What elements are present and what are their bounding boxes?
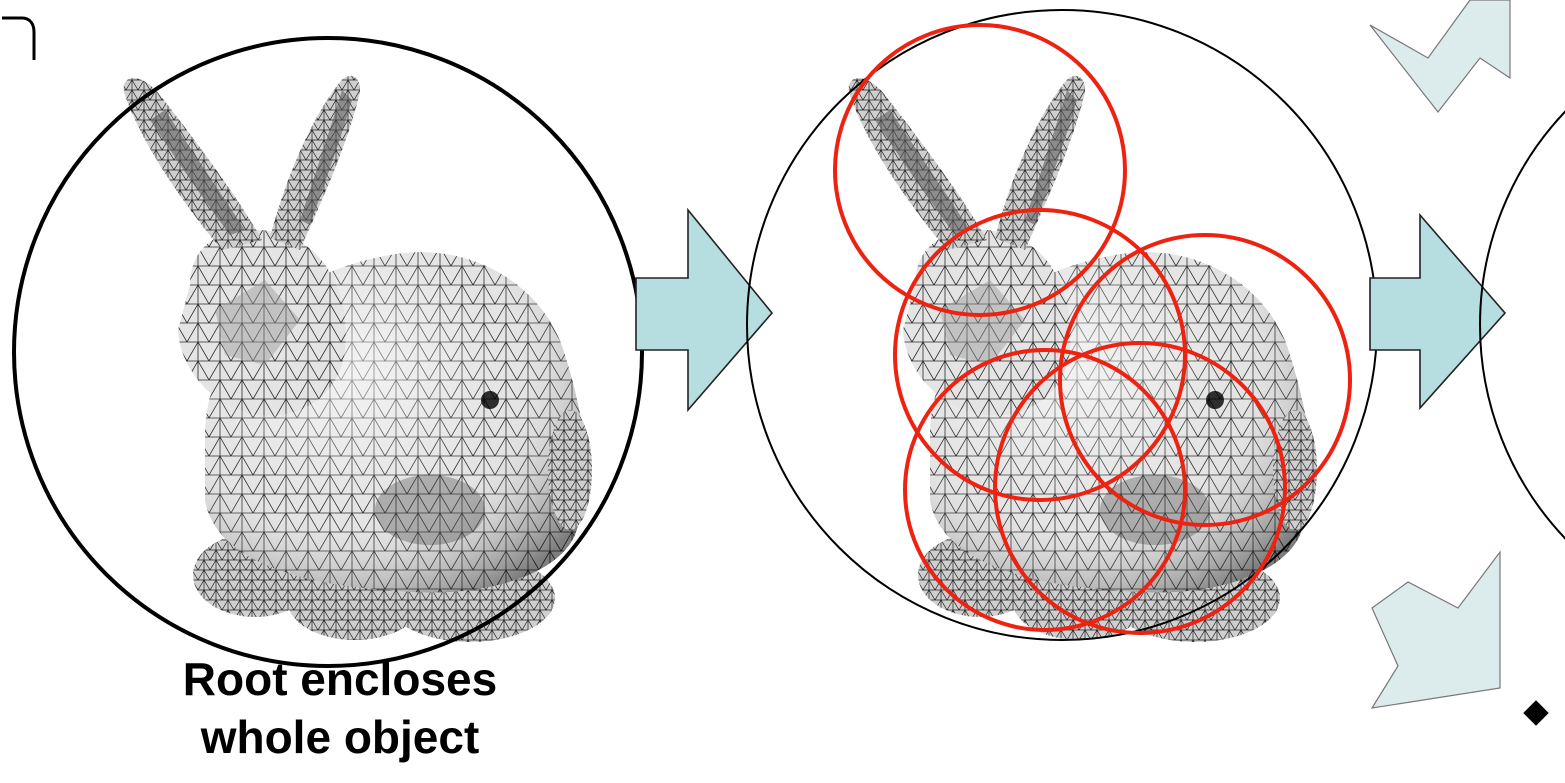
root-caption: Root encloses whole object bbox=[80, 650, 600, 766]
bullet-diamond bbox=[1523, 700, 1548, 725]
child-spheres-panel bbox=[747, 10, 1377, 642]
bunny-mesh-image bbox=[849, 76, 1317, 642]
bunny-mesh-image bbox=[124, 76, 592, 642]
caption-line-2: whole object bbox=[80, 708, 600, 766]
arrow-up-right-icon bbox=[1370, 0, 1510, 112]
arrow-down-right-icon bbox=[1372, 552, 1500, 708]
caption-line-1: Root encloses bbox=[80, 650, 600, 708]
root-sphere-panel bbox=[14, 38, 642, 666]
cropped-text-fragment bbox=[2, 18, 34, 60]
